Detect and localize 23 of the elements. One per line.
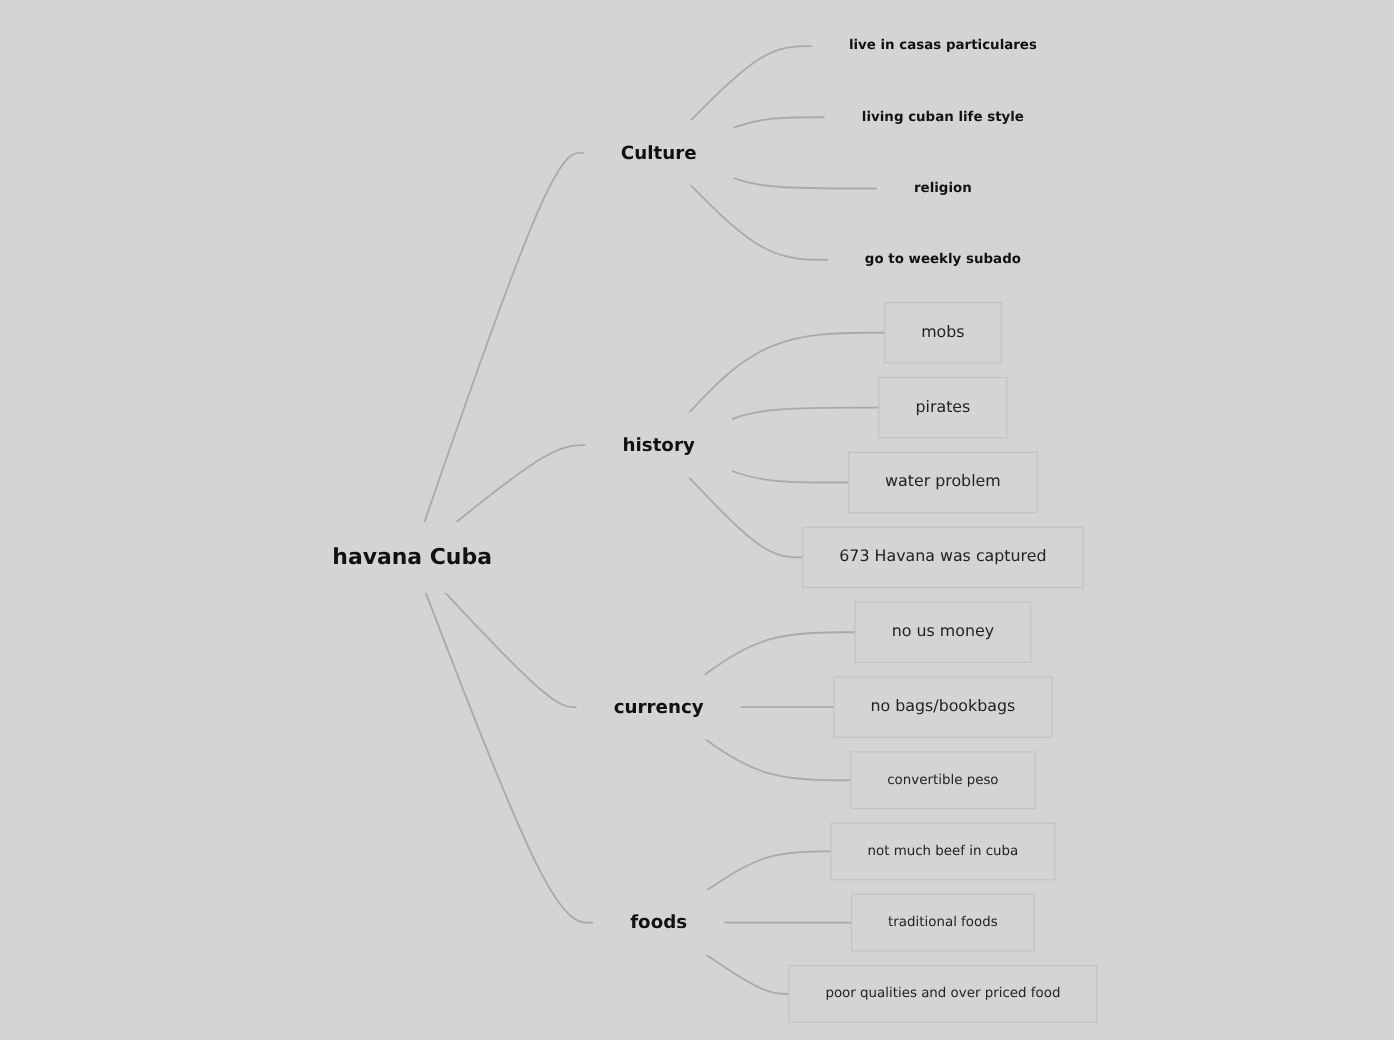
connector [704,738,853,782]
node-text: history [623,433,696,456]
connector [723,921,854,924]
node-text: foods [630,911,688,934]
connector [423,152,586,524]
connector [425,591,596,924]
connector [705,953,791,995]
connector [444,591,579,709]
node-text: currency [614,695,705,718]
connector [690,45,814,122]
connector [703,631,857,677]
connector [455,444,588,524]
connector [731,469,851,484]
connector [688,476,805,559]
connector [690,183,830,261]
connector [732,177,880,190]
node-text: havana Cuba [332,544,493,571]
connector [731,406,881,421]
connector [688,331,887,415]
connector [705,850,833,892]
connector [739,706,836,709]
node-text: Culture [621,141,698,164]
connector [732,116,827,129]
